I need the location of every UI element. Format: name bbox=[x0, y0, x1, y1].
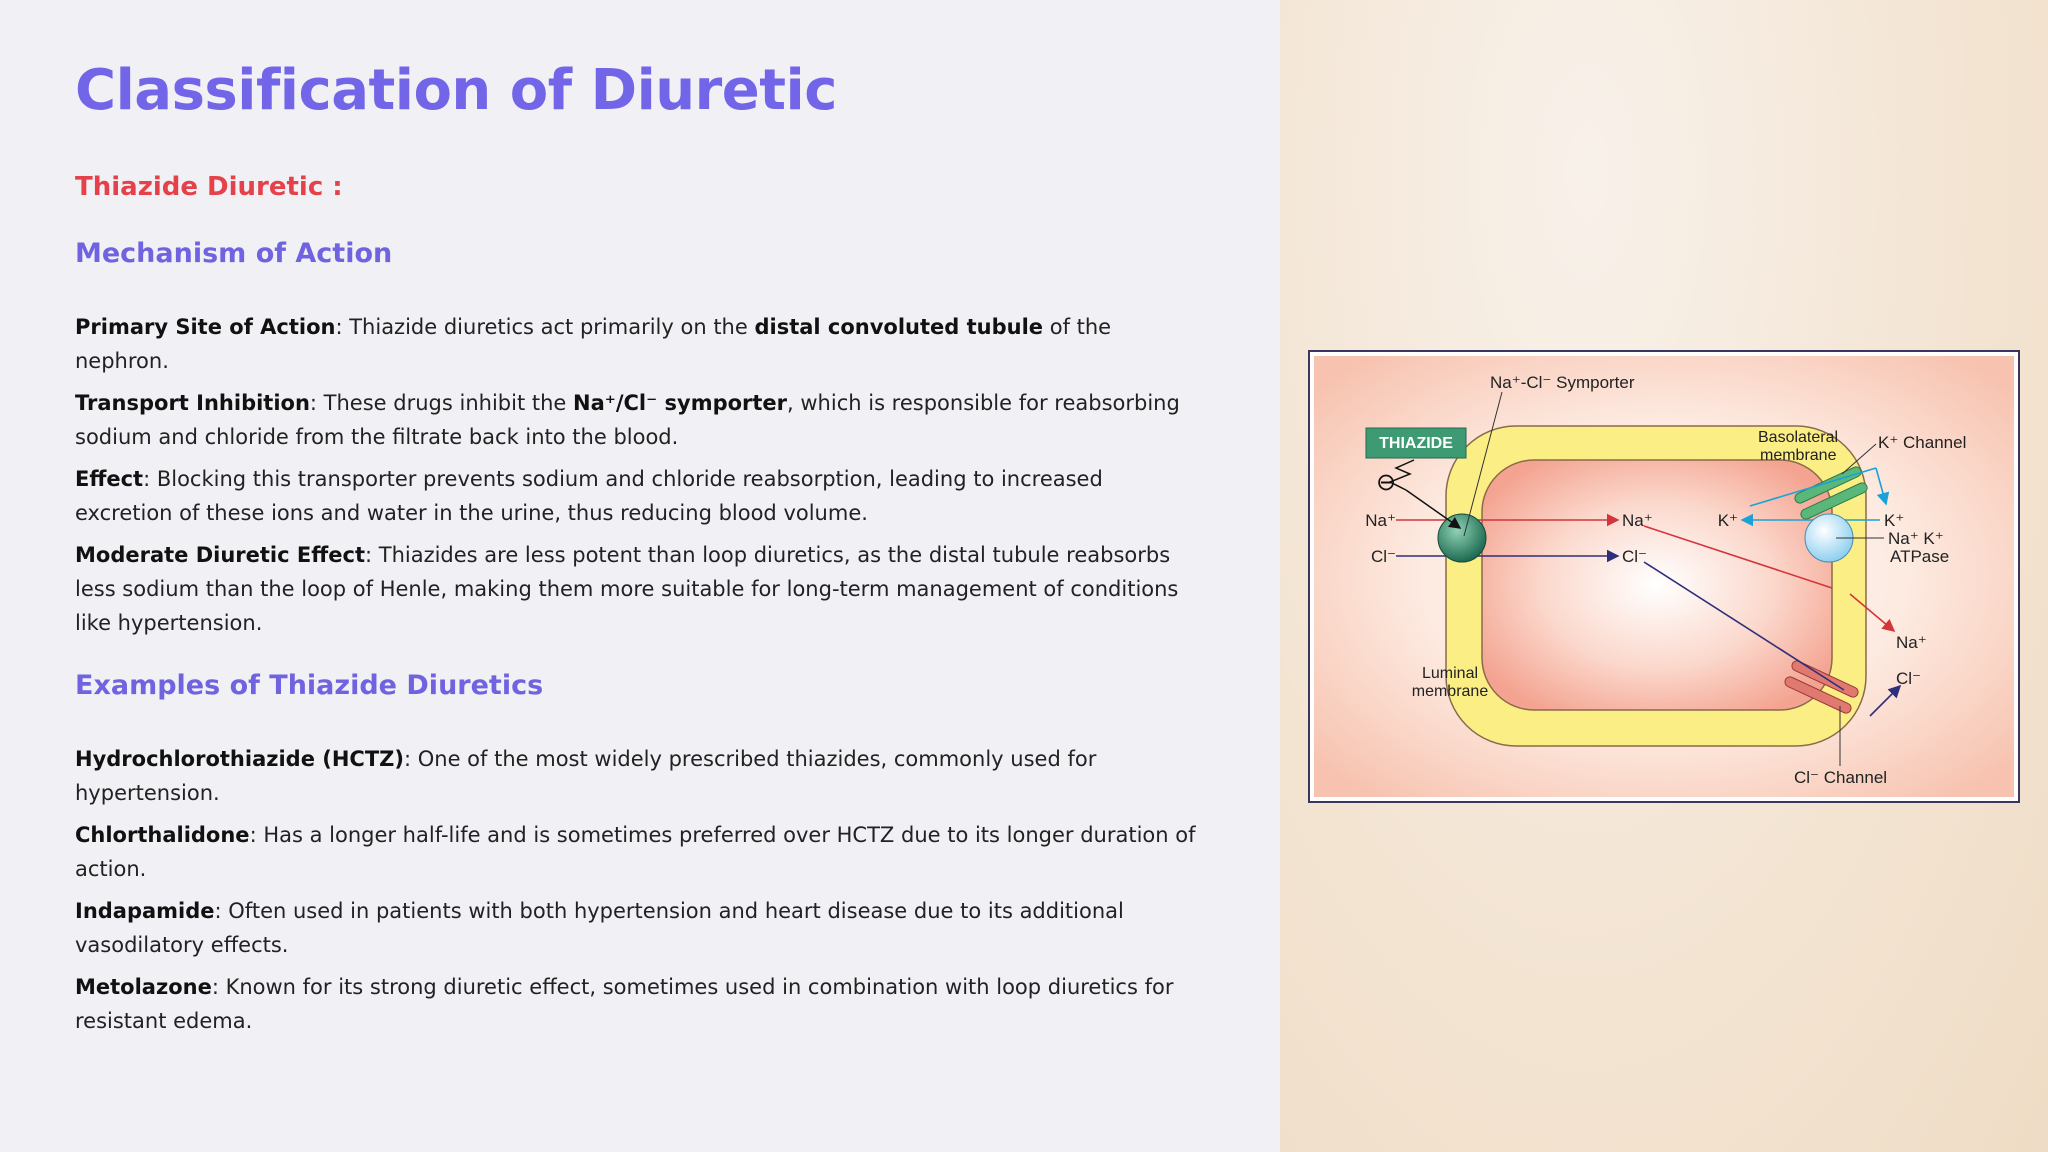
item-label: Hydrochlorothiazide (HCTZ) bbox=[75, 747, 404, 771]
inhibition-zigzag bbox=[1388, 459, 1415, 491]
k-cell-label: K⁺ bbox=[1718, 511, 1738, 530]
symporter-sphere bbox=[1437, 513, 1487, 563]
basolateral-label: Basolateral bbox=[1758, 429, 1838, 446]
cl-efflux-arrow bbox=[1869, 684, 1902, 717]
mechanism-item: Moderate Diuretic Effect: Thiazides are … bbox=[75, 538, 1205, 640]
example-item: Chlorthalidone: Has a longer half-life a… bbox=[75, 818, 1205, 886]
heading-examples: Examples of Thiazide Diuretics bbox=[75, 670, 544, 701]
thiazide-mechanism-diagram: THIAZIDE ⊖ Na⁺-Cl⁻ Symporter Basolateral… bbox=[1308, 350, 2020, 803]
item-text: : Has a longer half-life and is sometime… bbox=[75, 823, 1196, 881]
mechanism-item: Transport Inhibition: These drugs inhibi… bbox=[75, 386, 1205, 454]
item-text: : Blocking this transporter prevents sod… bbox=[75, 467, 1103, 525]
cl-blood-label: Cl⁻ bbox=[1896, 669, 1921, 688]
na-to-pump-arrow bbox=[1643, 525, 1833, 589]
cl-cell-label: Cl⁻ bbox=[1622, 547, 1647, 566]
atpase-label: ATPase bbox=[1890, 547, 1949, 566]
inhibition-arrow bbox=[1405, 489, 1462, 529]
luminal-label: membrane bbox=[1412, 683, 1489, 700]
example-item: Metolazone: Known for its strong diureti… bbox=[75, 970, 1205, 1038]
item-text: : Known for its strong diuretic effect, … bbox=[75, 975, 1174, 1033]
cl-lumen-label: Cl⁻ bbox=[1371, 547, 1396, 566]
item-label: Metolazone bbox=[75, 975, 212, 999]
item-label: Transport Inhibition bbox=[75, 391, 310, 415]
na-lumen-label: Na⁺ bbox=[1365, 511, 1396, 530]
thiazide-label: THIAZIDE bbox=[1379, 435, 1453, 452]
item-text: : One of the most widely prescribed thia… bbox=[75, 747, 1097, 805]
item-emphasis: distal convoluted tubule bbox=[754, 315, 1044, 339]
item-label: Chlorthalidone bbox=[75, 823, 250, 847]
cl-channel-bar bbox=[1784, 676, 1852, 714]
item-label: Moderate Diuretic Effect bbox=[75, 543, 365, 567]
heading-mechanism: Mechanism of Action bbox=[75, 238, 393, 269]
item-label: Indapamide bbox=[75, 899, 215, 923]
mechanism-item: Effect: Blocking this transporter preven… bbox=[75, 462, 1205, 530]
item-text: of the nephron. bbox=[75, 315, 1112, 373]
k-channel-leader bbox=[1841, 443, 1877, 475]
page-title: Classification of Diuretic bbox=[75, 58, 837, 123]
inhibit-symbol: ⊖ bbox=[1376, 469, 1396, 496]
item-text: : Thiazides are less potent than loop di… bbox=[75, 543, 1179, 635]
thiazide-box bbox=[1365, 427, 1467, 459]
k-efflux-arrow bbox=[1875, 467, 1890, 506]
k-channel-bar bbox=[1794, 466, 1862, 504]
symporter-leader bbox=[1463, 391, 1503, 537]
mechanism-item: Primary Site of Action: Thiazide diureti… bbox=[75, 310, 1205, 378]
example-item: Hydrochlorothiazide (HCTZ): One of the m… bbox=[75, 742, 1205, 810]
item-text: : Often used in patients with both hyper… bbox=[75, 899, 1124, 957]
item-text: , which is responsible for reabsorbing s… bbox=[75, 391, 1180, 449]
atpase-ions-label: Na⁺ K⁺ bbox=[1888, 529, 1944, 548]
k-blood-label: K⁺ bbox=[1884, 511, 1904, 530]
cl-to-channel-arrow bbox=[1643, 561, 1845, 691]
symporter-label: Na⁺-Cl⁻ Symporter bbox=[1490, 373, 1635, 392]
basolateral-label: membrane bbox=[1760, 447, 1837, 464]
item-text: : Thiazide diuretics act primarily on th… bbox=[335, 315, 755, 339]
luminal-label: Luminal bbox=[1422, 665, 1478, 682]
item-emphasis: Na⁺/Cl⁻ symporter bbox=[573, 391, 788, 415]
na-cell-label: Na⁺ bbox=[1622, 511, 1653, 530]
subtitle: Thiazide Diuretic : bbox=[75, 172, 343, 202]
item-text: : These drugs inhibit the bbox=[309, 391, 573, 415]
k-channel-bar bbox=[1800, 482, 1868, 520]
example-item: Indapamide: Often used in patients with … bbox=[75, 894, 1205, 962]
content-panel: Classification of Diuretic Thiazide Diur… bbox=[75, 58, 1205, 1038]
k-efflux-arrow bbox=[1749, 467, 1877, 507]
k-channel-label: K⁺ Channel bbox=[1878, 433, 1966, 452]
cl-channel-label: Cl⁻ Channel bbox=[1794, 768, 1887, 787]
na-blood-label: Na⁺ bbox=[1896, 633, 1927, 652]
item-label: Effect bbox=[75, 467, 144, 491]
item-label: Primary Site of Action bbox=[75, 315, 336, 339]
na-efflux-arrow bbox=[1849, 593, 1896, 633]
